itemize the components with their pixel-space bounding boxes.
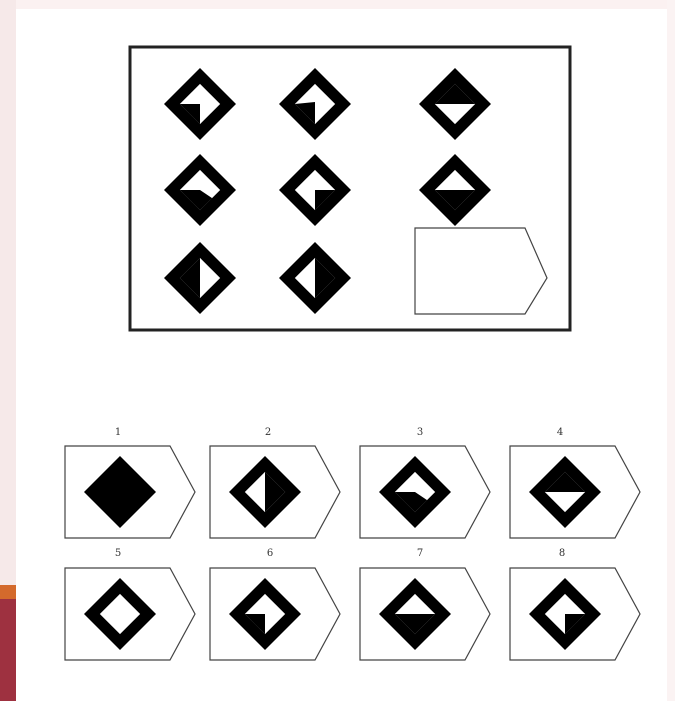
option-7[interactable] [360,568,490,660]
matrix-cell-r3-c1 [164,242,236,314]
option-1[interactable] [65,446,195,538]
option-label-5: 5 [115,548,121,559]
option-4[interactable] [510,446,640,538]
option-label-2: 2 [265,427,271,438]
option-label-7: 7 [417,548,423,559]
option-label-6: 6 [267,548,273,559]
matrix-cell-r1-c3 [419,68,491,140]
option-2[interactable] [210,446,340,538]
matrix-cell-r2-c3 [419,154,491,226]
option-label-3: 3 [417,427,423,438]
option-label-1: 1 [115,427,121,438]
answer-slot [415,228,547,314]
matrix-cell-r1-c1 [164,68,236,140]
option-label-4: 4 [557,427,563,438]
option-5[interactable] [65,568,195,660]
option-8[interactable] [510,568,640,660]
matrix-cell-r1-c2 [279,68,351,140]
option-3[interactable] [360,446,490,538]
matrix-cell-r2-c2 [279,154,351,226]
option-6[interactable] [210,568,340,660]
option-label-8: 8 [559,548,565,559]
matrix-cell-r3-c2 [279,242,351,314]
matrix-cell-r2-c1 [164,154,236,226]
